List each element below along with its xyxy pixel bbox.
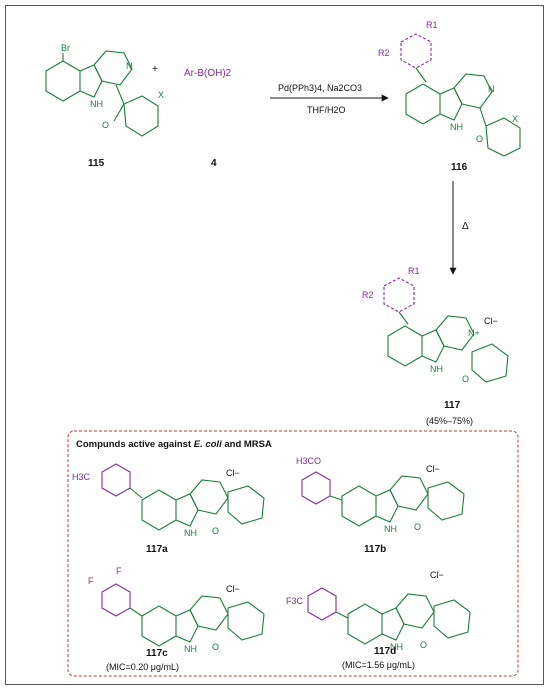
mic-117c: (MIC=0.20 μg/mL) — [106, 662, 179, 672]
svg-text:O: O — [476, 134, 483, 144]
mic-117d: (MIC=1.56 μg/mL) — [342, 660, 415, 670]
compound-117-structure: R1 R2 NH N+ O Cl− — [362, 266, 509, 384]
svg-text:F: F — [116, 566, 122, 576]
svg-text:X: X — [512, 114, 518, 124]
svg-text:NH: NH — [184, 528, 197, 538]
chloride-117: Cl− — [484, 316, 498, 326]
svg-text:R1: R1 — [408, 266, 420, 276]
svg-text:R2: R2 — [362, 290, 374, 300]
substituent-117c: F — [88, 576, 94, 586]
compound-117a-structure: H3C NH O Cl− — [72, 463, 265, 538]
svg-text:NH: NH — [390, 642, 403, 652]
svg-text:NH: NH — [430, 364, 443, 374]
active-compounds-panel — [67, 430, 519, 677]
reagents-top: Pd(PPh3)4, Na2CO3 — [278, 83, 362, 93]
compound-115-structure: Br NH N O X — [45, 43, 164, 137]
plus-sign: + — [152, 64, 158, 75]
r2-group: R2 — [378, 48, 390, 58]
substituent-117a: H3C — [72, 472, 91, 482]
n-atom: N — [126, 61, 133, 71]
svg-text:N+: N+ — [468, 328, 480, 338]
carbonyl-oxygen: O — [102, 120, 109, 130]
compound-117b-structure: H3CO NH O Cl− — [296, 456, 465, 534]
svg-text:O: O — [414, 522, 421, 532]
x-atom: X — [158, 90, 164, 100]
reagents-bottom: THF/H2O — [307, 105, 346, 115]
compound-4-label: 4 — [211, 158, 217, 169]
compound-117d-label: 117d — [374, 646, 396, 657]
substituent-117d: F3C — [286, 596, 304, 606]
compound-116-structure: R1 R2 NH N O X — [378, 20, 521, 157]
compound-117a-label: 117a — [146, 544, 168, 555]
svg-text:O: O — [462, 374, 469, 384]
compound-117c-structure: F F NH O Cl− — [88, 566, 265, 654]
bromo-atom: Br — [61, 43, 70, 53]
svg-text:O: O — [212, 642, 219, 652]
svg-text:N: N — [488, 84, 495, 94]
svg-text:O: O — [420, 640, 427, 650]
svg-text:NH: NH — [384, 524, 397, 534]
svg-text:Cl−: Cl− — [226, 584, 240, 594]
svg-text:Cl−: Cl− — [226, 468, 240, 478]
svg-text:Cl−: Cl− — [430, 570, 444, 580]
yield-117: (45%–75%) — [426, 416, 473, 426]
svg-text:O: O — [212, 526, 219, 536]
svg-text:Cl−: Cl− — [426, 464, 440, 474]
compound-117-label: 117 — [444, 400, 461, 411]
svg-text:NH: NH — [450, 122, 463, 132]
compound-116-label: 116 — [451, 162, 468, 173]
compound-117b-label: 117b — [364, 544, 386, 555]
compound-117d-structure: F3C NH O Cl− — [286, 570, 471, 652]
reaction-scheme: Br NH N O X 115 + Ar-B(OH)2 4 Pd(PPh3)4,… — [45, 20, 521, 677]
substituent-117b: H3CO — [296, 456, 321, 466]
compound-115-label: 115 — [88, 158, 105, 169]
r1-group: R1 — [426, 20, 438, 30]
svg-text:NH: NH — [184, 644, 197, 654]
nh-atom: NH — [90, 99, 103, 109]
heat-symbol: Δ — [462, 221, 469, 232]
scheme-frame: Br NH N O X 115 + Ar-B(OH)2 4 Pd(PPh3)4,… — [5, 5, 544, 685]
boronic-acid: Ar-B(OH)2 — [184, 68, 232, 79]
compound-117c-label: 117c — [146, 648, 168, 659]
panel-title: Compunds active against E. coli and MRSA — [76, 439, 272, 450]
